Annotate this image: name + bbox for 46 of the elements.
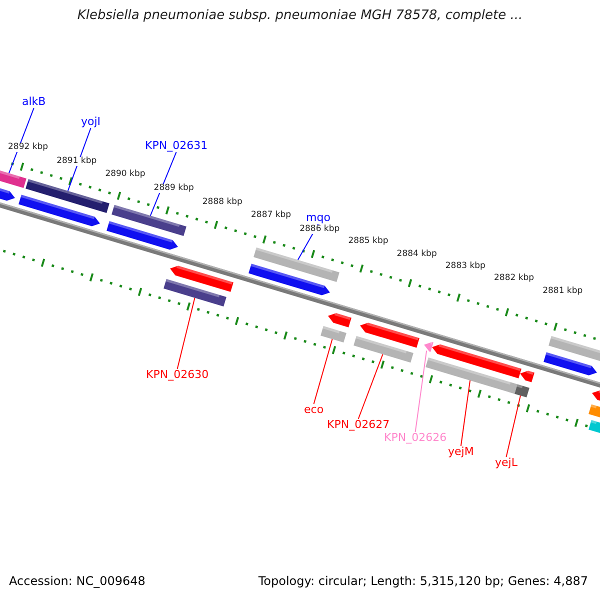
gene-label: KPN_02626 [384, 432, 447, 444]
footer-text: Topology: circular; Length: 5,315,120 bp; Genes: 4,887 [258, 575, 588, 588]
scale-label: 2891 kbp [56, 156, 97, 166]
gene-feature [424, 342, 434, 352]
leader-line [358, 354, 384, 420]
scale-label: 2881 kbp [542, 286, 583, 296]
gene-feature [426, 344, 522, 394]
diagram-title: Klebsiella pneumoniae subsp. pneumoniae MGH 78578, complete ... [77, 9, 523, 24]
scale-label: 2887 kbp [251, 211, 292, 221]
scale-label: 2890 kbp [105, 170, 146, 180]
gene-feature [320, 312, 352, 343]
leader-line [176, 297, 196, 370]
gene-feature [544, 336, 600, 376]
gene-feature [18, 179, 110, 226]
scale-label: 2892 kbp [8, 143, 48, 152]
gene-label: yojI [81, 116, 101, 128]
gene-feature [588, 420, 600, 434]
gene-feature [106, 204, 186, 250]
leader-line [150, 152, 177, 216]
gene-label: alkB [22, 96, 46, 108]
gene-label: yejM [448, 446, 474, 458]
gene-label: KPN_02630 [146, 369, 209, 382]
scale-label: 2882 kbp [494, 274, 534, 284]
gene-feature [164, 265, 234, 307]
gene-feature [0, 168, 26, 201]
gene-feature [248, 247, 340, 296]
gene-label: KPN_02627 [327, 419, 390, 432]
scale-label: 2883 kbp [445, 262, 486, 272]
gene-feature [514, 370, 534, 398]
gene-label: yejL [495, 457, 518, 470]
gene-label: mqo [306, 212, 330, 224]
leader-line [8, 108, 34, 174]
leader-line [313, 338, 333, 404]
leader-line [460, 380, 471, 446]
gene-label: KPN_02631 [145, 140, 208, 152]
gene-feature [592, 390, 600, 402]
scale-label: 2886 kbp [300, 224, 340, 234]
gene-feature [588, 404, 600, 418]
scale-label: 2885 kbp [348, 237, 388, 247]
gene-label: eco [304, 404, 324, 416]
scale-label: 2888 kbp [202, 198, 242, 207]
scale-label: 2889 kbp [154, 184, 194, 194]
leader-line [414, 350, 428, 432]
footer-text: Accession: NC_009648 [9, 575, 146, 588]
gene-feature [354, 322, 420, 363]
scale-label: 2884 kbp [396, 250, 437, 259]
